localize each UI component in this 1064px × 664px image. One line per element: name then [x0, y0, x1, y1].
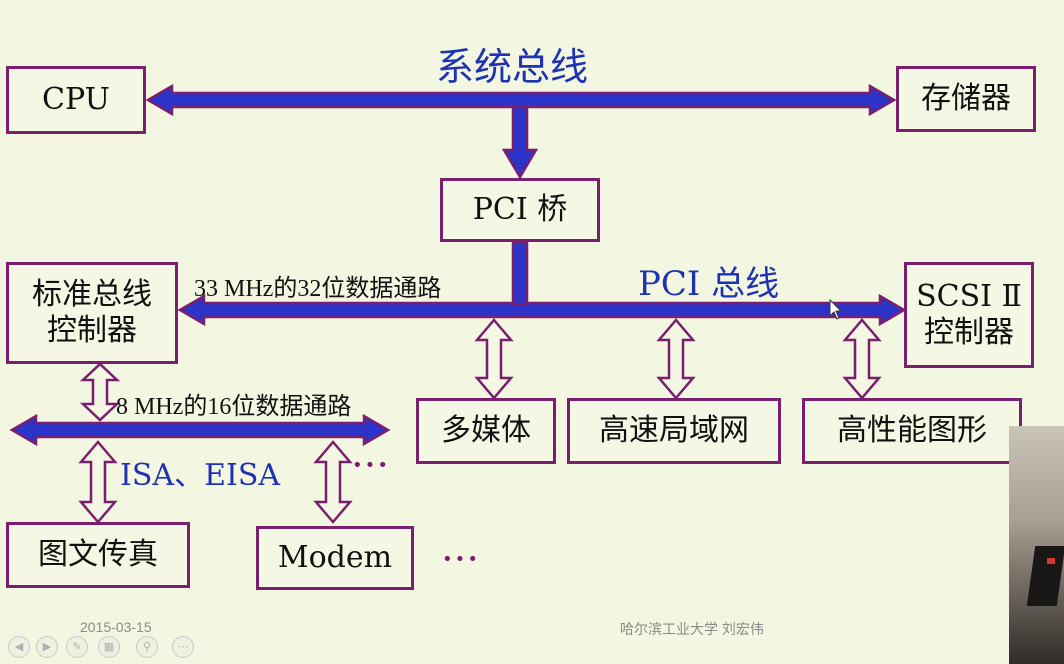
pci-bus-title: PCI 总线 — [638, 264, 780, 304]
lamp-silhouette — [1026, 546, 1064, 606]
prev-icon[interactable]: ◀ — [8, 636, 30, 658]
controller-isa-double-arrow — [79, 362, 121, 422]
memory-box: 存储器 — [896, 66, 1036, 132]
isa-fax-double-arrow — [78, 440, 118, 524]
isa-modem-double-arrow — [313, 440, 353, 524]
zoom-icon[interactable]: ⚲ — [136, 636, 158, 658]
mouse-cursor-icon — [829, 298, 843, 320]
isa-eisa-title: ISA、EISA — [120, 458, 281, 493]
std-bus-controller-line2: 控制器 — [47, 313, 137, 348]
system-bus-arrow — [145, 83, 897, 117]
next-icon[interactable]: ▶ — [36, 636, 58, 658]
memory-label: 存储器 — [921, 81, 1011, 116]
pen-icon[interactable]: ✎ — [66, 636, 88, 658]
fax-box: 图文传真 — [6, 522, 190, 588]
bridge-to-pci-bus-stem — [511, 240, 529, 306]
pci-lan-double-arrow — [656, 318, 696, 400]
modem-ellipsis: ··· — [442, 540, 481, 576]
pci-bridge-box: PCI 桥 — [440, 178, 600, 242]
pci-bridge-label: PCI 桥 — [472, 192, 568, 227]
fax-label: 图文传真 — [38, 537, 158, 572]
high-perf-graphics-label: 高性能图形 — [837, 413, 987, 448]
isa-bus-arrow — [9, 413, 391, 447]
slides-icon[interactable]: ▦ — [98, 636, 120, 658]
path-33mhz-label: 33 MHz的32位数据通路 — [194, 276, 442, 302]
multimedia-box: 多媒体 — [416, 398, 556, 464]
footer-date: 2015-03-15 — [80, 619, 152, 635]
high-speed-lan-box: 高速局域网 — [567, 398, 781, 464]
isa-ellipsis: ··· — [352, 446, 391, 482]
footer-credit: 哈尔滨工业大学 刘宏伟 — [620, 621, 764, 637]
system-to-bridge-arrow — [501, 105, 539, 180]
more-icon[interactable]: ⋯ — [172, 636, 194, 658]
modem-box: Modem — [256, 526, 414, 590]
multimedia-label: 多媒体 — [441, 413, 531, 448]
pci-graphics-double-arrow — [842, 318, 882, 400]
high-speed-lan-label: 高速局域网 — [599, 413, 749, 448]
video-overlay — [1009, 426, 1064, 664]
scsi-controller-line1: SCSI Ⅱ — [916, 279, 1022, 314]
modem-label: Modem — [277, 540, 393, 575]
indicator-light — [1047, 558, 1055, 564]
scsi-controller-line2: 控制器 — [924, 315, 1014, 350]
std-bus-controller-line1: 标准总线 — [32, 277, 152, 312]
scsi-controller-box: SCSI Ⅱ 控制器 — [904, 262, 1034, 368]
cpu-label: CPU — [42, 82, 110, 117]
pci-multimedia-double-arrow — [474, 318, 514, 400]
system-bus-title: 系统总线 — [436, 45, 589, 89]
std-bus-controller-box: 标准总线 控制器 — [6, 262, 178, 364]
path-8mhz-label: 8 MHz的16位数据通路 — [116, 394, 352, 420]
cpu-box: CPU — [6, 66, 146, 134]
high-perf-graphics-box: 高性能图形 — [802, 398, 1022, 464]
